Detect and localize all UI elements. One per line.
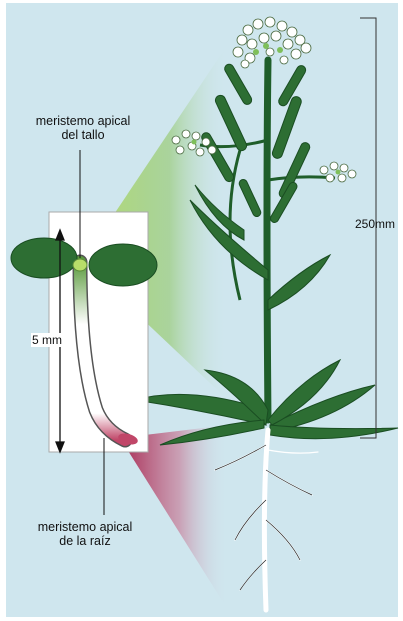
root-meristem-label: meristemo apical de la raíz bbox=[10, 520, 160, 548]
root-meristem-label-line1: meristemo apical bbox=[10, 520, 160, 534]
plant-scale-label: 250mm bbox=[355, 217, 395, 231]
seedling-cotyledon-left bbox=[11, 238, 77, 278]
shoot-meristem-label-line1: meristemo apical bbox=[8, 114, 158, 128]
shoot-meristem-label-line2: del tallo bbox=[8, 128, 158, 142]
seedling-cotyledon-right bbox=[89, 244, 157, 286]
root-meristem-label-line2: de la raíz bbox=[10, 534, 160, 548]
seedling-scale-label: 5 mm bbox=[31, 333, 63, 347]
shoot-meristem-label: meristemo apical del tallo bbox=[8, 114, 158, 142]
